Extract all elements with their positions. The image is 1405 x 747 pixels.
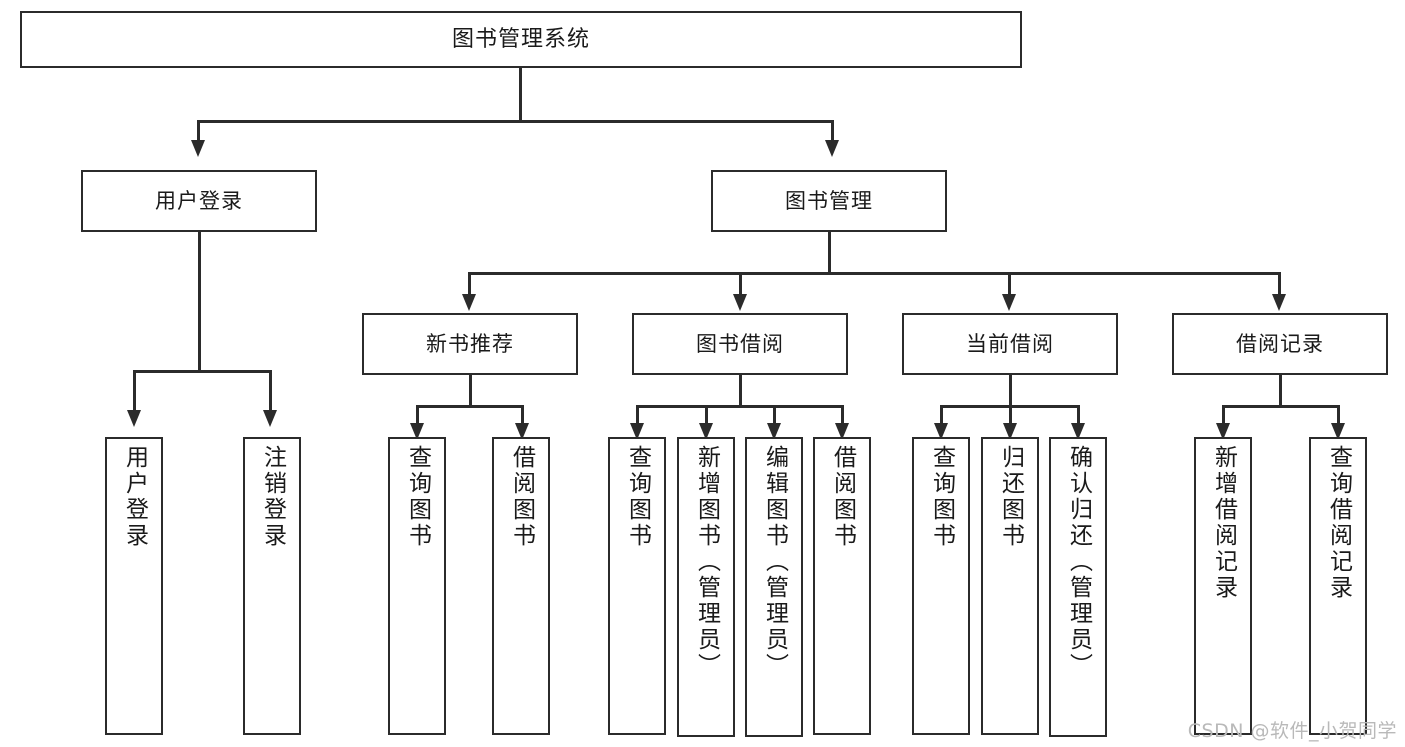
leaf-book-borrow-edit-book-admin[interactable]: 编辑图书（管理员） (745, 437, 803, 737)
node-current-borrow[interactable]: 当前借阅 (902, 313, 1118, 375)
connector-nbr-to-leaf-2 (521, 405, 524, 426)
connector-user-login-stem (198, 232, 201, 372)
connector-br-to-leaf-2 (1337, 405, 1340, 426)
node-label: 图书管理 (785, 188, 873, 213)
arrowhead-root-to-user-login (191, 140, 205, 157)
arrowhead-bb-to-leaf-4 (835, 423, 849, 440)
node-new-book-recommend[interactable]: 新书推荐 (362, 313, 578, 375)
node-label: 当前借阅 (966, 331, 1054, 356)
arrowhead-bb-to-leaf-2 (699, 423, 713, 440)
arrowhead-root-to-book-management (825, 140, 839, 157)
arrowhead-bb-to-leaf-1 (630, 423, 644, 440)
arrowhead-nbr-to-leaf-2 (515, 423, 529, 440)
arrowhead-user-login-to-leaf-2 (263, 410, 277, 427)
connector-bb-to-leaf-3 (773, 405, 776, 426)
connector-cb-stem (1009, 375, 1012, 407)
connector-user-login-to-leaf-2 (269, 370, 272, 412)
leaf-new-book-borrow-book[interactable]: 借阅图书 (492, 437, 550, 735)
connector-root-stem (519, 68, 522, 122)
node-label: 确认归还（管理员） (1065, 445, 1092, 679)
node-label: 借阅记录 (1236, 331, 1324, 356)
leaf-borrow-record-query-record[interactable]: 查询借阅记录 (1309, 437, 1367, 735)
node-label: 编辑图书（管理员） (761, 445, 788, 679)
arrowhead-bm-to-book-borrow (733, 294, 747, 311)
connector-bb-to-leaf-2 (705, 405, 708, 426)
node-label: 查询图书 (404, 445, 431, 549)
watermark-text: CSDN @软件_小贺同学 (1187, 720, 1397, 742)
arrowhead-user-login-to-leaf-1 (127, 410, 141, 427)
connector-root-to-user-login (197, 120, 200, 143)
arrowhead-bm-to-current-borrow (1002, 294, 1016, 311)
connector-user-login-to-leaf-1 (133, 370, 136, 412)
leaf-current-borrow-query-book[interactable]: 查询图书 (912, 437, 970, 735)
leaf-current-borrow-confirm-return-admin[interactable]: 确认归还（管理员） (1049, 437, 1107, 737)
node-label: 归还图书 (997, 445, 1024, 549)
node-label: 借阅图书 (829, 445, 856, 549)
arrowhead-bm-to-new-book (462, 294, 476, 311)
arrowhead-bm-to-borrow-record (1272, 294, 1286, 311)
connector-bm-to-current-borrow (1008, 272, 1011, 296)
connector-bb-bus (636, 405, 843, 408)
connector-nbr-stem (469, 375, 472, 407)
node-borrow-record[interactable]: 借阅记录 (1172, 313, 1388, 375)
arrowhead-br-to-leaf-2 (1331, 423, 1345, 440)
node-label: 新书推荐 (426, 331, 514, 356)
connector-cb-to-leaf-1 (940, 405, 943, 426)
node-label: 查询图书 (928, 445, 955, 549)
node-user-login[interactable]: 用户登录 (81, 170, 317, 232)
leaf-borrow-record-add-record[interactable]: 新增借阅记录 (1194, 437, 1252, 735)
node-label: 图书借阅 (696, 331, 784, 356)
node-label: 图书管理系统 (451, 26, 590, 52)
node-label: 查询图书 (624, 445, 651, 549)
arrowhead-cb-to-leaf-2 (1003, 423, 1017, 440)
arrowhead-cb-to-leaf-3 (1071, 423, 1085, 440)
connector-bm-to-new-book (468, 272, 471, 296)
arrowhead-nbr-to-leaf-1 (410, 423, 424, 440)
arrowhead-br-to-leaf-1 (1216, 423, 1230, 440)
leaf-user-login-logout[interactable]: 注销登录 (243, 437, 301, 735)
connector-nbr-to-leaf-1 (416, 405, 419, 426)
leaf-book-borrow-borrow-book[interactable]: 借阅图书 (813, 437, 871, 735)
connector-br-bus (1222, 405, 1339, 408)
arrowhead-cb-to-leaf-1 (934, 423, 948, 440)
connector-root-to-book-management (831, 120, 834, 143)
connector-br-stem (1279, 375, 1282, 407)
arrowhead-bb-to-leaf-3 (767, 423, 781, 440)
connector-book-management-bus (468, 272, 1280, 275)
connector-bb-to-leaf-1 (636, 405, 639, 426)
leaf-book-borrow-query-book[interactable]: 查询图书 (608, 437, 666, 735)
connector-bm-to-borrow-record (1278, 272, 1281, 296)
node-label: 注销登录 (259, 445, 286, 549)
connector-nbr-bus (416, 405, 523, 408)
node-book-management[interactable]: 图书管理 (711, 170, 947, 232)
node-label: 新增借阅记录 (1210, 445, 1237, 601)
node-root-book-management-system[interactable]: 图书管理系统 (20, 11, 1022, 68)
connector-bb-stem (739, 375, 742, 407)
node-label: 借阅图书 (508, 445, 535, 549)
connector-br-to-leaf-1 (1222, 405, 1225, 426)
node-label: 新增图书（管理员） (693, 445, 720, 679)
node-book-borrow[interactable]: 图书借阅 (632, 313, 848, 375)
node-label: 用户登录 (121, 445, 148, 549)
leaf-user-login-login[interactable]: 用户登录 (105, 437, 163, 735)
connector-bm-to-book-borrow (739, 272, 742, 296)
connector-user-login-bus (133, 370, 271, 373)
connector-root-bus (197, 120, 833, 123)
leaf-new-book-query-book[interactable]: 查询图书 (388, 437, 446, 735)
leaf-book-borrow-add-book-admin[interactable]: 新增图书（管理员） (677, 437, 735, 737)
connector-book-management-stem (828, 232, 831, 274)
node-label: 查询借阅记录 (1325, 445, 1352, 601)
node-label: 用户登录 (155, 188, 243, 213)
connector-bb-to-leaf-4 (841, 405, 844, 426)
leaf-current-borrow-return-book[interactable]: 归还图书 (981, 437, 1039, 735)
connector-cb-to-leaf-3 (1077, 405, 1080, 426)
connector-cb-to-leaf-2 (1009, 405, 1012, 426)
